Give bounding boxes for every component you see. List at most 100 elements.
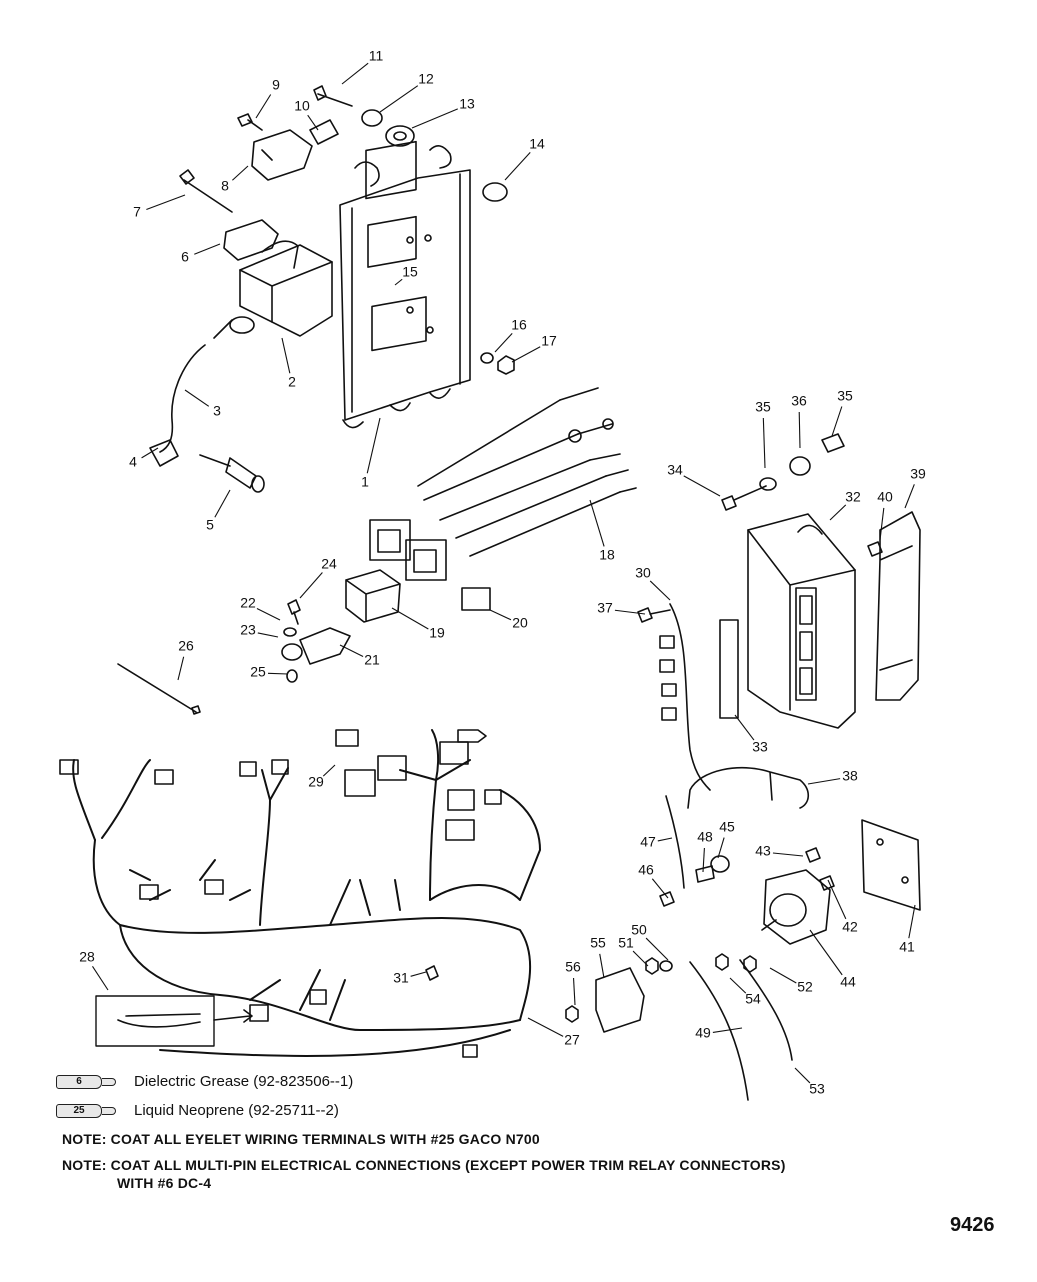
callout-number-24: 24 (321, 556, 337, 572)
nut-part (715, 953, 729, 971)
callout-number-56: 56 (565, 959, 581, 975)
callout-number-3: 3 (213, 403, 221, 419)
legend-row-liquid-neoprene: 25 Liquid Neoprene (92-25711--2) (56, 1102, 339, 1119)
battery-cable-part (739, 959, 793, 1061)
callout-leader-45 (717, 837, 725, 859)
callout-number-44: 44 (840, 974, 856, 990)
legend-row-dielectric-grease: 6 Dielectric Grease (92-823506--1) (56, 1073, 353, 1090)
ecm-module-part (747, 513, 856, 729)
callout-number-54: 54 (745, 991, 761, 1007)
callout-leader-1 (366, 417, 381, 474)
callout-number-34: 34 (667, 462, 683, 478)
callout-number-38: 38 (842, 768, 858, 784)
callout-number-37: 37 (597, 600, 613, 616)
note-eyelet-terminals: NOTE: COAT ALL EYELET WIRING TERMINALS W… (62, 1131, 540, 1147)
ecm-bracket-part (875, 511, 921, 701)
callout-number-47: 47 (640, 834, 656, 850)
callout-leader-35 (831, 406, 843, 437)
long-screw-part (179, 169, 233, 213)
note-multi-pin-continued: WITH #6 DC-4 (117, 1175, 212, 1191)
callout-leader-13 (411, 108, 458, 129)
callout-number-30: 30 (635, 565, 651, 581)
callout-leader-9 (255, 94, 272, 119)
sleeve-part (309, 119, 339, 145)
washer-part (480, 352, 494, 364)
callout-leader-4 (141, 447, 159, 459)
note-multi-pin: NOTE: COAT ALL MULTI-PIN ELECTRICAL CONN… (62, 1157, 786, 1173)
legend-text: Liquid Neoprene (92-25711--2) (134, 1102, 339, 1119)
legend-text: Dielectric Grease (92-823506--1) (134, 1073, 354, 1090)
callout-number-39: 39 (910, 466, 926, 482)
screw-part (819, 875, 835, 891)
washer-part (361, 109, 383, 127)
callout-leader-20 (489, 609, 512, 621)
callout-number-26: 26 (178, 638, 194, 654)
callout-leader-17 (511, 346, 541, 363)
ground-strap-part (669, 603, 711, 791)
callout-number-32: 32 (845, 489, 861, 505)
callout-number-36: 36 (791, 393, 807, 409)
callout-leader-44 (809, 929, 843, 976)
terminal-cover-part (595, 967, 645, 1033)
callout-leader-52 (769, 967, 797, 984)
callout-leader-25 (267, 672, 289, 675)
screw-part (237, 113, 263, 131)
callout-number-15: 15 (402, 264, 418, 280)
screw-part (637, 607, 671, 623)
callout-leader-16 (494, 332, 513, 353)
harness-connectors (59, 729, 502, 1058)
foam-strip-part (719, 619, 739, 719)
screw-part (425, 965, 439, 981)
solenoid-plate-part (861, 819, 921, 911)
callout-leader-18 (589, 499, 605, 547)
callout-number-45: 45 (719, 819, 735, 835)
callout-number-27: 27 (564, 1032, 580, 1048)
callout-number-55: 55 (590, 935, 606, 951)
screw-part (313, 85, 353, 107)
callout-leader-30 (649, 580, 671, 601)
relay-hardware-part (281, 599, 303, 683)
grommet-part (710, 855, 730, 873)
callout-leader-3 (184, 389, 210, 407)
screw-part (867, 541, 883, 557)
callout-number-4: 4 (129, 454, 137, 470)
callout-leader-15 (394, 278, 403, 286)
callout-number-29: 29 (308, 774, 324, 790)
callout-number-49: 49 (695, 1025, 711, 1041)
callout-number-22: 22 (240, 595, 256, 611)
callout-layer: 1234567891011121314151617181920212223242… (79, 48, 926, 1097)
callout-leader-53 (794, 1067, 811, 1084)
relay-part (345, 569, 401, 623)
callout-leader-40 (879, 507, 885, 541)
battery-cable-part (689, 961, 749, 1101)
callout-number-10: 10 (294, 98, 310, 114)
screw-part (805, 847, 821, 863)
callout-number-31: 31 (393, 970, 409, 986)
callout-number-13: 13 (459, 96, 475, 112)
callout-number-21: 21 (364, 652, 380, 668)
callout-number-35: 35 (837, 388, 853, 404)
tube-icon: 25 (56, 1103, 120, 1119)
callout-leader-22 (256, 607, 281, 621)
sensor-part (251, 129, 313, 181)
ecm-hardware-part (721, 433, 845, 511)
callout-number-14: 14 (529, 136, 545, 152)
spark-plug-part (199, 454, 265, 493)
callout-leader-35 (762, 417, 766, 469)
callout-number-40: 40 (877, 489, 893, 505)
callout-number-18: 18 (599, 547, 615, 563)
callout-number-33: 33 (752, 739, 768, 755)
callout-leader-23 (257, 632, 279, 638)
callout-number-46: 46 (638, 862, 654, 878)
callout-number-41: 41 (899, 939, 915, 955)
engine-harness-part (72, 729, 541, 1057)
ignition-coil-part (213, 240, 333, 339)
tube-number: 25 (56, 1103, 102, 1118)
callout-leader-29 (322, 764, 336, 777)
callout-leader-46 (651, 878, 669, 899)
callout-leader-50 (645, 937, 669, 961)
figure-number: 9426 (950, 1214, 995, 1236)
callout-leader-39 (904, 484, 915, 509)
callout-leader-14 (504, 152, 531, 181)
coil-bracket-part (223, 219, 279, 261)
